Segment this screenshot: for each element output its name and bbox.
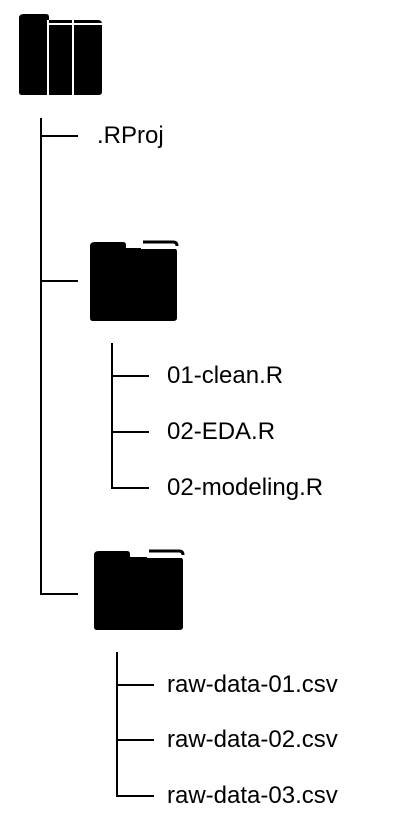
tree-trunk-root [40, 118, 42, 595]
folder-two-icon[interactable] [93, 545, 185, 631]
branch-file-01-clean [111, 375, 149, 377]
file-raw-data-03[interactable]: raw-data-03.csv [167, 782, 338, 809]
root-folder-icon[interactable] [18, 12, 104, 96]
file-raw-data-01[interactable]: raw-data-01.csv [167, 671, 338, 698]
branch-folder-one [40, 280, 78, 282]
file-01-clean[interactable]: 01-clean.R [167, 362, 284, 389]
branch-file-02-eda [111, 431, 149, 433]
file-02-eda[interactable]: 02-EDA.R [167, 418, 276, 445]
tree-trunk-folder-one [111, 343, 113, 488]
branch-raw-data-03 [116, 795, 154, 797]
branch-rproj [40, 135, 78, 137]
file-rproj[interactable]: .RProj [97, 122, 164, 149]
branch-raw-data-01 [116, 684, 154, 686]
branch-file-02-modeling [111, 487, 149, 489]
file-raw-data-02[interactable]: raw-data-02.csv [167, 726, 338, 753]
branch-raw-data-02 [116, 739, 154, 741]
branch-folder-two [40, 593, 78, 595]
folder-one-icon[interactable] [89, 236, 179, 322]
tree-trunk-folder-two [116, 652, 118, 796]
file-02-modeling[interactable]: 02-modeling.R [167, 474, 324, 501]
